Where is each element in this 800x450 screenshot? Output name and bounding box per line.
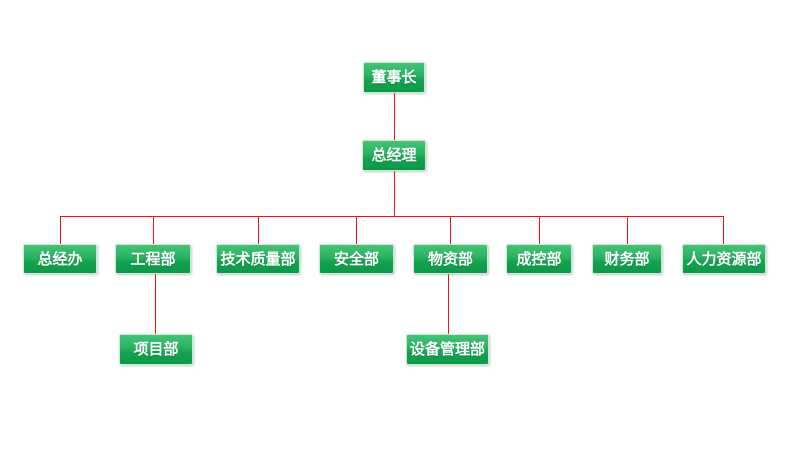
org-node-label: 项目部 [133,340,179,358]
org-node-general-office: 总经办 [23,244,97,274]
connector-drop-tech-quality [258,216,259,244]
connector-gm-to-bus [394,171,395,216]
org-node-label: 物资部 [427,249,473,268]
org-node-label: 设备管理部 [409,340,485,358]
org-node-equipment-management: 设备管理部 [406,334,489,365]
org-node-label: 技术质量部 [220,249,296,268]
connector-bus-line [60,216,724,217]
org-node-label: 董事长 [371,68,417,86]
org-node-engineering: 工程部 [115,244,191,274]
org-node-label: 成控部 [516,249,562,268]
org-node-label: 工程部 [130,249,176,268]
connector-drop-hr [723,216,724,244]
org-node-label: 人力资源部 [686,249,762,268]
org-node-project: 项目部 [119,334,193,365]
org-node-label: 安全部 [333,249,379,268]
connector-drop-finance [627,216,628,244]
org-node-safety: 安全部 [319,244,394,274]
connector-drop-cost-control [539,216,540,244]
connector-drop-engineering [153,216,154,244]
org-node-materials: 物资部 [413,244,488,274]
connector-chairman-to-gm [394,93,395,140]
org-node-label: 财务部 [604,249,650,268]
org-node-finance: 财务部 [592,244,662,274]
connector-drop-safety [356,216,357,244]
org-node-chairman: 董事长 [363,62,425,93]
org-node-label: 总经办 [37,249,83,268]
org-node-hr: 人力资源部 [682,244,766,274]
org-node-cost-control: 成控部 [506,244,572,274]
connector-drop-general-office [60,216,61,244]
connector-materials-to-equipment [448,274,449,334]
org-node-label: 总经理 [371,146,417,164]
org-node-tech-quality: 技术质量部 [216,244,300,274]
connector-drop-materials [450,216,451,244]
connector-engineering-to-project [155,274,156,334]
org-node-general-manager: 总经理 [362,140,426,171]
